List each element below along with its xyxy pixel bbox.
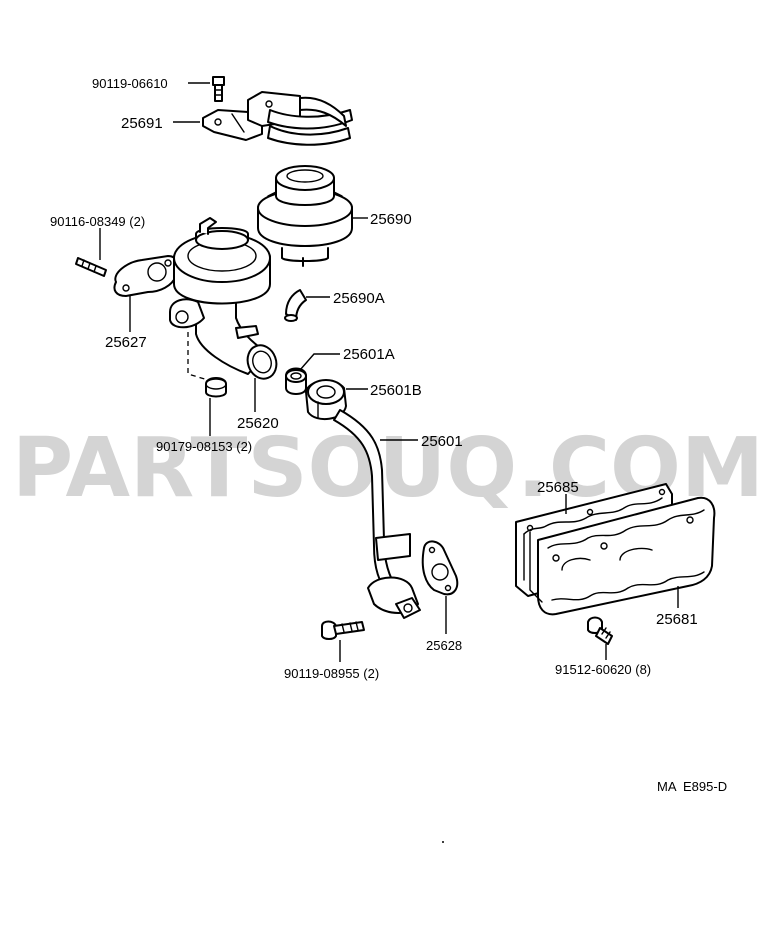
label-90119-08955[interactable]: 90119-08955 (2) bbox=[284, 666, 379, 681]
label-25690[interactable]: 25690 bbox=[370, 211, 412, 228]
part-25691-bracket bbox=[202, 91, 353, 146]
diagram-code: MA E895-D bbox=[657, 779, 727, 794]
part-25690-vacuum-modulator bbox=[257, 165, 353, 267]
part-25601B-union-nut bbox=[305, 379, 347, 421]
label-25601A[interactable]: 25601A bbox=[343, 346, 395, 363]
part-25627-gasket bbox=[113, 255, 179, 297]
label-91512-60620[interactable]: 91512-60620 (8) bbox=[555, 662, 651, 677]
label-25620[interactable]: 25620 bbox=[237, 415, 279, 432]
label-90116-08349[interactable]: 90116-08349 (2) bbox=[50, 214, 145, 229]
label-90179-08153[interactable]: 90179-08153 (2) bbox=[156, 439, 252, 454]
label-25627[interactable]: 25627 bbox=[105, 334, 147, 351]
part-91512-60620-bolt bbox=[587, 616, 613, 645]
label-25601B[interactable]: 25601B bbox=[370, 382, 422, 399]
part-25628-gasket bbox=[421, 540, 459, 596]
part-90119-08955-bolt bbox=[321, 620, 365, 640]
stray-dot bbox=[442, 841, 444, 843]
label-25690A[interactable]: 25690A bbox=[333, 290, 385, 307]
label-25628[interactable]: 25628 bbox=[426, 638, 462, 653]
part-25620-egr-valve bbox=[169, 217, 278, 381]
part-90119-06610-bolt bbox=[212, 76, 225, 102]
label-25685[interactable]: 25685 bbox=[537, 479, 579, 496]
leader-lines bbox=[99, 82, 679, 662]
part-90116-08349-stud bbox=[75, 257, 107, 277]
part-25601A-nipple bbox=[285, 367, 307, 395]
part-25690A-hose bbox=[284, 289, 307, 322]
label-25601[interactable]: 25601 bbox=[421, 433, 463, 450]
label-25691[interactable]: 25691 bbox=[121, 115, 163, 132]
label-90119-06610[interactable]: 90119-06610 bbox=[92, 76, 168, 91]
label-25681[interactable]: 25681 bbox=[656, 611, 698, 628]
part-labels: 90119-06610 25691 25690 90116-08349 (2) … bbox=[50, 76, 727, 794]
part-25681-cover bbox=[529, 496, 716, 616]
part-90179-08153-plug bbox=[205, 377, 227, 398]
part-25601-egr-pipe bbox=[333, 409, 421, 619]
